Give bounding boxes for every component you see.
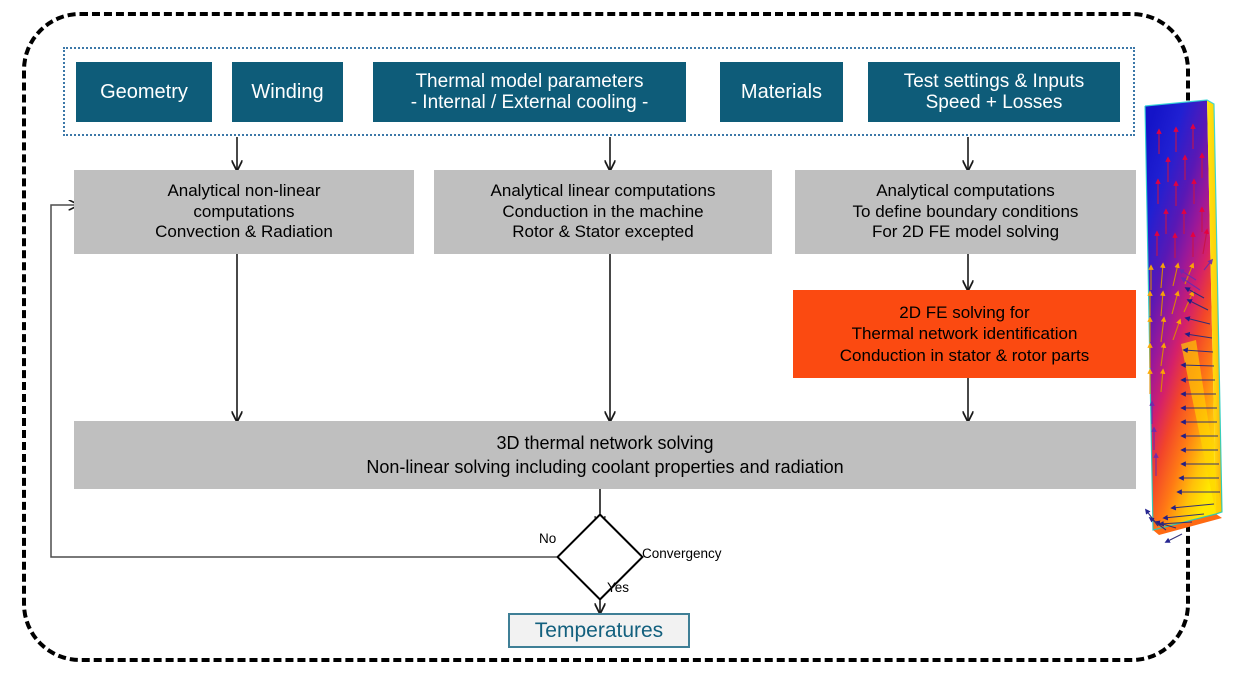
input-box-winding[interactable]: Winding [232, 62, 343, 122]
input-box-materials[interactable]: Materials [720, 62, 843, 122]
process-box-analytical-non-linear[interactable]: Analytical non-linear computations Conve… [74, 170, 414, 254]
inputs-group-boundary [63, 47, 1135, 136]
process-box-analytical-linear[interactable]: Analytical linear computations Conductio… [434, 170, 772, 254]
process-box-analytical-boundary[interactable]: Analytical computations To define bounda… [795, 170, 1136, 254]
input-box-geometry[interactable]: Geometry [76, 62, 212, 122]
decision-no-label: No [539, 531, 557, 546]
decision-convergency-label: Convergency [642, 546, 722, 561]
process-box-3d-thermal-network-solving[interactable]: 3D thermal network solving Non-linear so… [74, 421, 1136, 489]
thermal-flux-plot [1144, 99, 1223, 543]
process-box-2d-fe-solving[interactable]: 2D FE solving for Thermal network identi… [793, 290, 1136, 378]
input-box-thermal-model-parameters[interactable]: Thermal model parameters - Internal / Ex… [373, 62, 686, 122]
input-box-test-settings[interactable]: Test settings & Inputs Speed + Losses [868, 62, 1120, 122]
output-box-temperatures[interactable]: Temperatures [508, 613, 690, 648]
decision-yes-label: Yes [607, 580, 630, 595]
